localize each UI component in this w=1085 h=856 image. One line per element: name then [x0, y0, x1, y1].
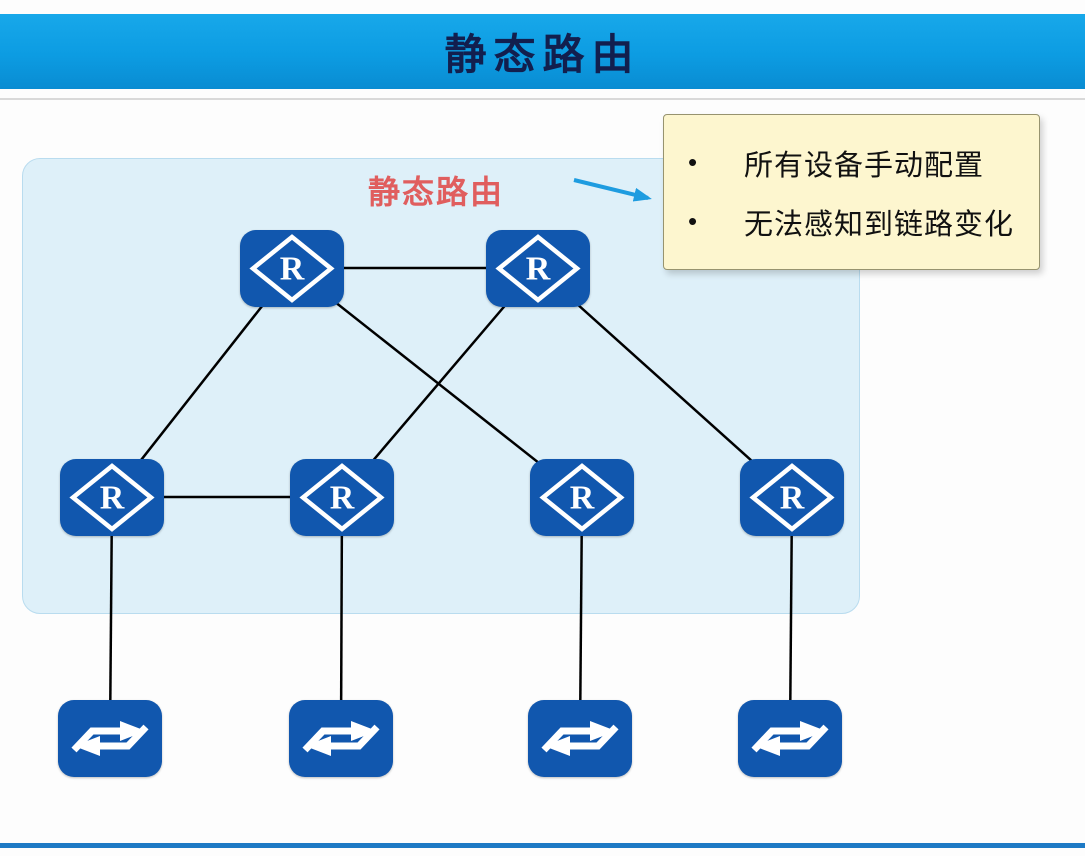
router-2: R	[486, 230, 590, 307]
note-item: • 无法感知到链路变化	[688, 201, 1027, 243]
note-item: • 所有设备手动配置	[688, 142, 1027, 184]
router-4: R	[290, 459, 394, 536]
switch-icon	[71, 721, 149, 756]
router-icon: R	[495, 234, 581, 303]
pointer-arrow	[573, 178, 652, 202]
switch-4	[738, 700, 842, 777]
router-icon: R	[539, 463, 625, 532]
router-3: R	[60, 459, 164, 536]
bottom-bar	[0, 843, 1085, 848]
switch-2	[289, 700, 393, 777]
link-r5-sw3	[578, 496, 584, 739]
router-icon: R	[749, 463, 835, 532]
svg-text:R: R	[330, 480, 355, 517]
svg-text:R: R	[526, 251, 551, 288]
banner-underline	[0, 98, 1085, 100]
router-6: R	[740, 459, 844, 536]
link-r1-r5	[291, 267, 583, 498]
link-r2-r6	[536, 267, 793, 498]
svg-text:R: R	[780, 480, 805, 517]
switch-3	[528, 700, 632, 777]
svg-text:R: R	[280, 251, 305, 288]
link-r3-sw1	[108, 496, 114, 739]
page-title: 静态路由	[444, 31, 641, 78]
switch-icon	[751, 721, 829, 756]
switch-icon	[541, 721, 619, 756]
svg-text:R: R	[570, 480, 595, 517]
switch-1	[58, 700, 162, 777]
link-r6-sw4	[788, 496, 794, 739]
svg-text:R: R	[100, 480, 125, 517]
bullet: •	[688, 147, 698, 177]
note-text: 无法感知到链路变化	[744, 208, 1015, 241]
note-text: 所有设备手动配置	[744, 149, 985, 182]
annotation-note: • 所有设备手动配置 • 无法感知到链路变化	[663, 114, 1040, 270]
title-banner: 静态路由	[0, 14, 1085, 89]
router-1: R	[240, 230, 344, 307]
bullet: •	[688, 206, 698, 236]
switch-icon	[302, 721, 380, 756]
diagram-label: 静态路由	[368, 174, 505, 210]
link-r4-sw2	[339, 496, 344, 739]
router-5: R	[530, 459, 634, 536]
router-icon: R	[299, 463, 385, 532]
router-icon: R	[249, 234, 335, 303]
router-icon: R	[69, 463, 155, 532]
